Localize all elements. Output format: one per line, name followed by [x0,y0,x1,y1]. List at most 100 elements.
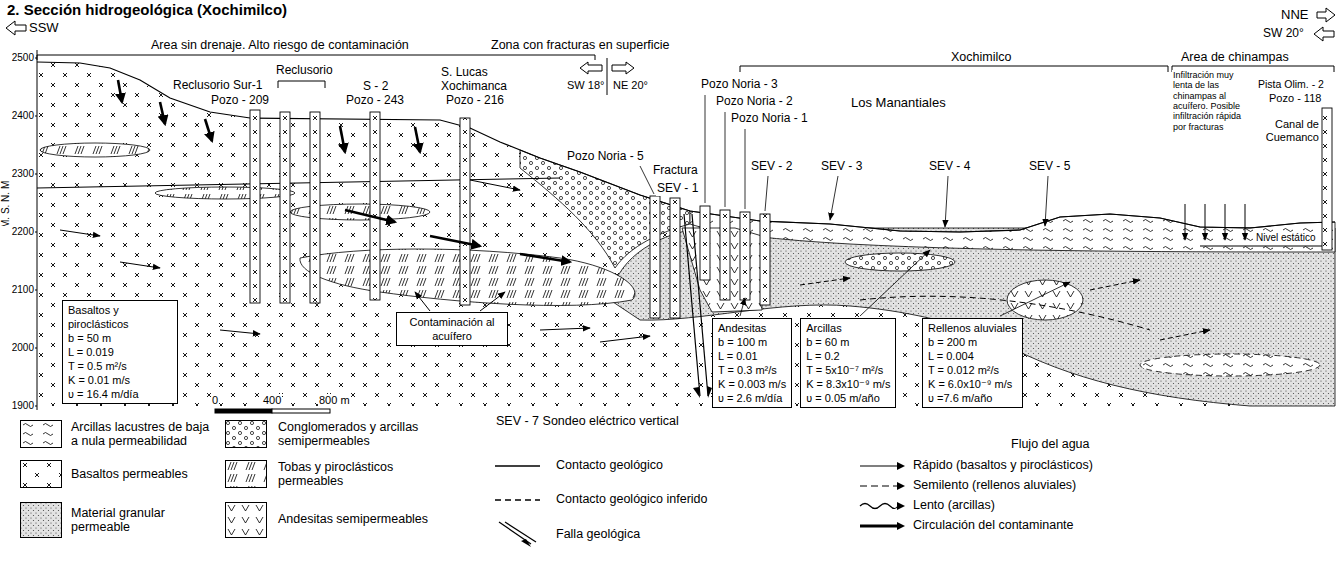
flow-arrows [1090,280,1140,290]
section-label: Nivel estático [1255,232,1316,244]
section-label: NE 20° [612,79,649,92]
section-label: Xochimilco [950,50,1012,64]
box-value: b = 60 m [806,335,890,349]
section-label: Flujo del agua [1010,437,1091,451]
flow-arrows [1185,204,1186,240]
section-label: 1900 [0,400,35,412]
rock-units [155,187,295,199]
section-label: Pozo Noria - 3 [700,78,779,92]
box-value: K = 8.3x10⁻⁹ m/s [806,377,890,391]
flow-arrows [340,126,345,152]
box-value: T = 0.012 m²/s [928,363,1017,377]
legend-text: Contacto geológico inferido [555,492,709,506]
box-value: b = 50 m [68,331,172,345]
leader-lines [740,298,745,316]
flow-arrows [415,292,430,311]
leader-lines [830,176,838,220]
flow-arrows [1160,330,1210,340]
brackets-and-directions [37,55,595,60]
box-value: ʋ = 0.05 m/año [806,391,890,405]
section-label: 2300 [0,168,35,180]
section-label: 2500 [0,52,35,64]
section-label: 2100 [0,284,35,296]
legend-sample [860,500,905,512]
legend-text: Andesitas semipermeables [277,512,449,526]
flow-arrows [800,278,850,285]
flow-arrows [1245,204,1246,240]
flow-arrows [60,80,1245,342]
flow-arrows [1225,204,1226,240]
section-label: Pozo Noria - 1 [730,112,809,126]
elevation-axis [37,50,38,410]
scale-bar [272,409,330,413]
box-heading: Contaminación al acuífero [402,315,502,343]
section-label: Reclusorio [275,64,334,78]
box-value: ʋ =7.6 m/año [928,391,1017,405]
section-label: 2200 [0,226,35,238]
legend-text: Semilento (rellenos aluviales) [912,478,1077,492]
scale-bar [215,409,330,413]
section-label: SW 20° [1262,27,1305,41]
legend-sample [495,494,540,506]
brackets-and-directions [612,62,634,74]
legend-sample [20,460,62,488]
brackets-and-directions [740,66,1168,72]
section-label: 2000 [0,342,35,354]
flow-arrows [60,230,100,236]
box-value: K = 0.01 m/s [68,373,172,387]
legend-text: Arcillas lacustres de baja a nula permea… [70,420,220,449]
box-heading: Andesitas [718,321,786,335]
section-label: Zona con fracturas en superficie [490,38,671,52]
box-value: ʋ = 16.4 m/día [68,387,172,401]
leader-lines [745,129,746,209]
section-label: SSW [28,21,60,36]
well-bars [460,118,470,305]
parameter-box: Rellenos aluvialesb = 200 mL = 0.004T = … [922,318,1023,408]
legend-text: Contacto geológico [555,458,664,472]
box-heading: Rellenos aluviales [928,321,1017,335]
flow-arrows [160,102,165,124]
well-bars [370,112,380,300]
section-label: S - 2 [362,80,389,94]
section-label: SEV - 1 [656,182,699,196]
flow-arrows [470,180,520,190]
section-label: Pozo - 216 [445,94,505,108]
leader-lines [765,176,768,211]
section-label: SEV - 2 [750,160,793,174]
legend-text: Falla geológica [555,527,641,541]
section-label: 400 [262,394,282,407]
section-label: Pozo Noria - 2 [715,95,794,109]
well-bars [250,108,1332,318]
well-bars [1322,108,1332,250]
flow-arrows [480,292,505,311]
geologic-fault [684,214,712,398]
parameter-box: Contaminación al acuífero [396,312,508,346]
leader-lines [1045,176,1048,226]
flow-arrows [415,127,420,152]
leader-lines [640,95,1070,316]
geologic-contacts [1200,246,1322,247]
section-label: SEV - 5 [1028,160,1071,174]
geologic-contacts [37,178,560,188]
legend-text: Rápido (basaltos y piroclásticos) [912,458,1094,472]
box-value: b = 100 m [718,335,786,349]
rock-units [1007,280,1083,320]
legend-text: Basaltos permeables [70,467,189,481]
box-value: K = 0.003 m/s [718,377,786,391]
legend-sample [860,520,905,532]
well-bars [700,206,710,280]
section-label: Pozo - 243 [345,94,405,108]
section-label: Infiltración muy lenta de las chinampas … [1172,70,1256,132]
box-value: L = 0.004 [928,349,1017,363]
section-label: SW 18° [566,79,605,92]
section-label: Pozo - 209 [210,94,270,108]
well-bars [760,214,770,305]
axis-title: M. S. N. M. [1,173,11,233]
legend-sample [225,420,267,448]
diagram-title: 2. Sección hidrogeológica (Xochimilco) [6,1,288,18]
section-label: NNE [1280,8,1309,23]
geologic-contacts [37,178,1322,330]
flow-arrows [118,80,570,262]
legend-sample [497,520,537,548]
